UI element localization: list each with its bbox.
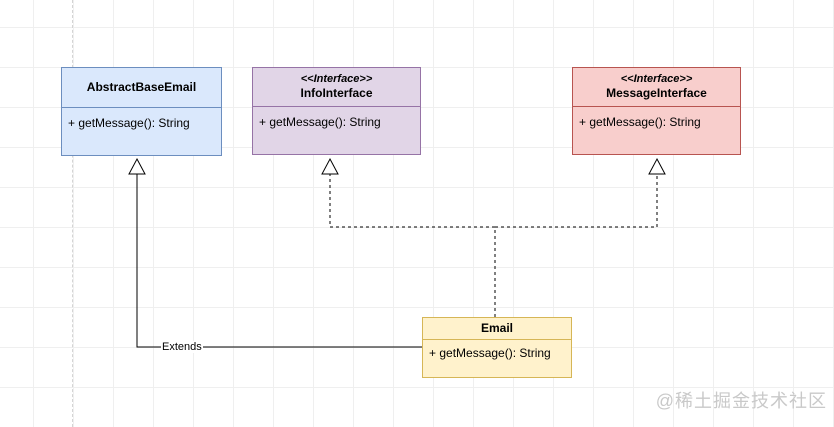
class-members: + getMessage(): String bbox=[573, 106, 740, 154]
class-box-email: Email + getMessage(): String bbox=[422, 317, 572, 378]
class-stereotype: <<Interface>> bbox=[300, 72, 373, 85]
extends-edge-label: Extends bbox=[161, 341, 203, 353]
class-box-infointerface: <<Interface>> InfoInterface + getMessage… bbox=[252, 67, 421, 155]
class-member: + getMessage(): String bbox=[579, 115, 701, 129]
realization-email-to-messageinterface bbox=[494, 157, 666, 317]
class-name: Email bbox=[480, 321, 513, 335]
class-header: <<Interface>> MessageInterface bbox=[573, 68, 740, 106]
class-member: + getMessage(): String bbox=[68, 116, 190, 130]
class-stereotype: <<Interface>> bbox=[620, 72, 693, 85]
generalization-email-to-abstractbaseemail bbox=[128, 157, 422, 348]
class-member: + getMessage(): String bbox=[259, 115, 381, 129]
class-box-messageinterface: <<Interface>> MessageInterface + getMess… bbox=[572, 67, 741, 155]
watermark-text: @稀土掘金技术社区 bbox=[655, 391, 827, 411]
class-members: + getMessage(): String bbox=[62, 107, 221, 156]
hollow-triangle-arrowhead bbox=[128, 157, 146, 175]
class-header: <<Interface>> InfoInterface bbox=[253, 68, 420, 106]
realization-email-to-infointerface bbox=[321, 157, 496, 317]
page-boundary-line bbox=[72, 0, 73, 427]
class-box-abstractbaseemail: AbstractBaseEmail + getMessage(): String bbox=[61, 67, 222, 156]
class-name: AbstractBaseEmail bbox=[86, 80, 197, 94]
hollow-triangle-arrowhead bbox=[648, 157, 666, 175]
hollow-triangle-arrowhead bbox=[321, 157, 339, 175]
class-header: Email bbox=[423, 318, 571, 339]
class-members: + getMessage(): String bbox=[253, 106, 420, 154]
class-name: MessageInterface bbox=[606, 86, 707, 101]
class-member: + getMessage(): String bbox=[429, 346, 551, 360]
class-header: AbstractBaseEmail bbox=[62, 68, 221, 107]
class-name: InfoInterface bbox=[300, 86, 373, 101]
class-members: + getMessage(): String bbox=[423, 339, 571, 377]
